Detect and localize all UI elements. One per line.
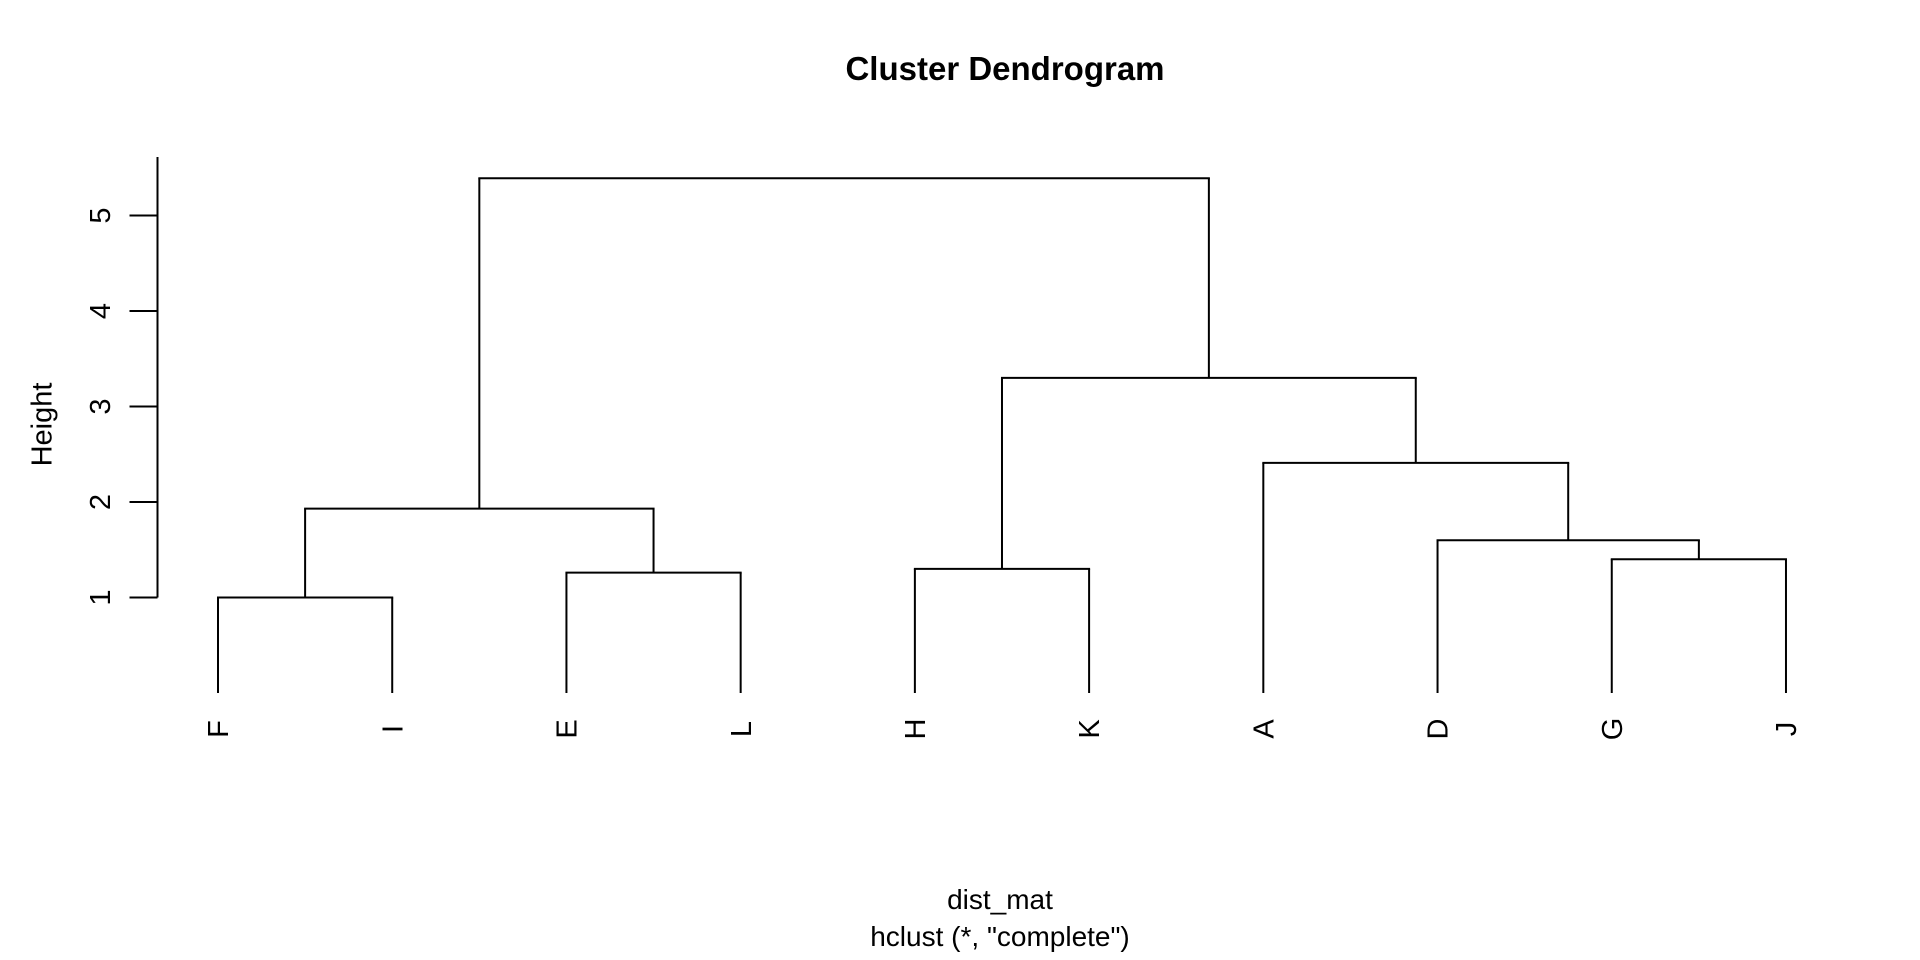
leaf-label: H: [900, 719, 932, 740]
leaf-label: L: [726, 721, 758, 737]
leaf-label: K: [1074, 719, 1106, 739]
y-axis-tick-label: 3: [85, 398, 117, 414]
y-axis-tick-label: 4: [85, 303, 117, 319]
leaf-label: A: [1248, 719, 1280, 739]
chart-title: Cluster Dendrogram: [845, 50, 1165, 87]
leaf-label: J: [1771, 722, 1803, 737]
y-axis-tick-label: 1: [85, 589, 117, 605]
leaf-label: D: [1423, 719, 1455, 740]
leaf-label: I: [377, 725, 409, 733]
y-axis-tick-label: 5: [85, 207, 117, 223]
leaf-label: E: [552, 719, 584, 738]
x-axis-caption-data: dist_mat: [947, 884, 1053, 915]
leaf-label: G: [1597, 718, 1629, 741]
leaf-label: F: [203, 720, 235, 738]
x-axis-caption-method: hclust (*, "complete"): [870, 921, 1130, 952]
y-axis-tick-label: 2: [85, 494, 117, 510]
